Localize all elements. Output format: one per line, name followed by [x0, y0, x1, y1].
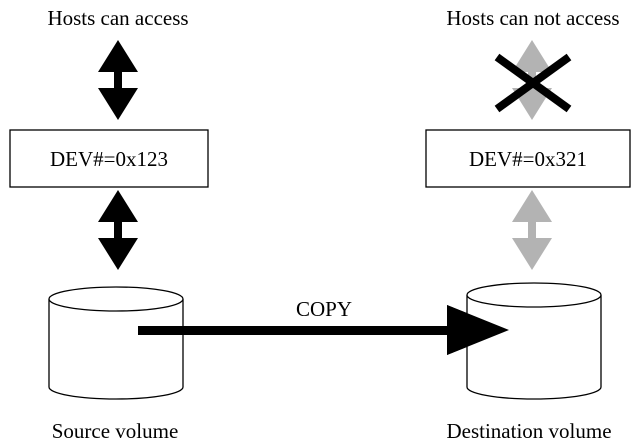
- destination-volume-cylinder-icon: [466, 282, 602, 400]
- left-caption-top: Hosts can access: [47, 6, 188, 30]
- left-device-box: DEV#=0x123: [9, 129, 209, 188]
- right-caption-bottom: Destination volume: [446, 419, 611, 442]
- left-top-double-arrow-icon: [98, 40, 138, 120]
- right-device-label: DEV#=0x321: [469, 147, 587, 171]
- right-caption-top: Hosts can not access: [446, 6, 619, 30]
- copy-arrowhead-icon: [440, 305, 509, 355]
- right-device-box: DEV#=0x321: [425, 129, 631, 188]
- source-volume-cylinder-icon: [48, 286, 184, 400]
- left-device-label: DEV#=0x123: [50, 147, 168, 171]
- left-caption-bottom: Source volume: [52, 419, 179, 442]
- left-bottom-double-arrow-icon: [98, 190, 138, 270]
- blocked-x-cross-icon: [494, 53, 572, 113]
- copy-label: COPY: [296, 297, 352, 321]
- right-bottom-double-arrow-icon: [512, 190, 552, 270]
